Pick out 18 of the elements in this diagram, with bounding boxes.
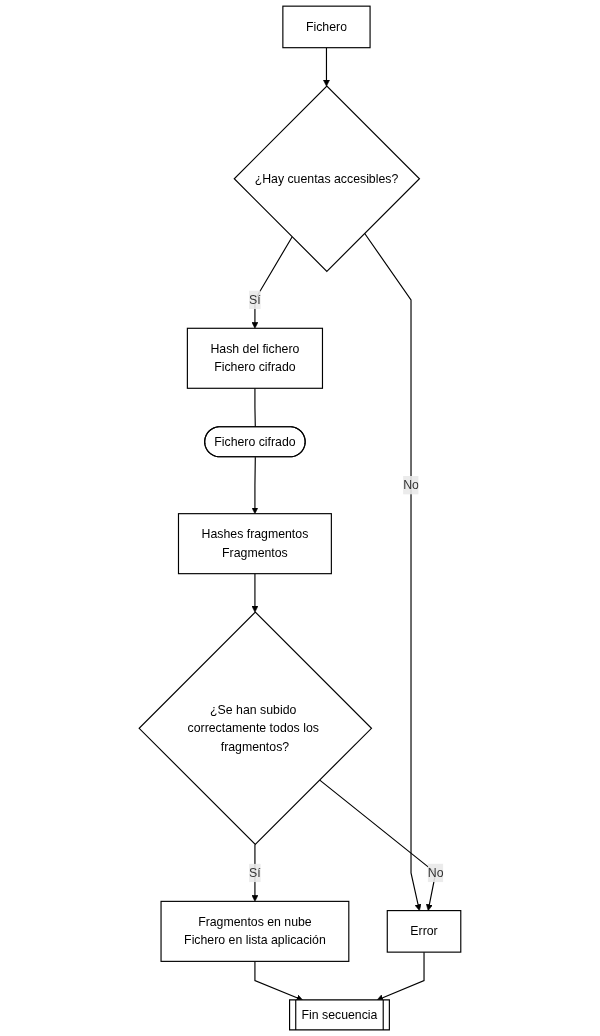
node-diamond: ¿Hay cuentas accesibles? [233,85,421,273]
edge-label: No [403,478,419,492]
edge-label: Sí [249,292,261,306]
node-box: Hash del fichero Fichero cifrado [186,327,324,389]
node-box: Fragmentos en nube Fichero en lista aplicación [160,900,350,962]
edge-label: No [427,865,444,880]
node-box: Error [386,910,462,953]
arrow [251,573,259,613]
node-box: Hashes fragmentos Fragmentos [177,513,332,575]
connector [254,387,256,428]
node-diamond: ¿Se han subido correctamente todos los fragmentos? [138,611,373,846]
arrow [364,232,422,911]
edge-label: Sí [249,865,261,880]
arrow [251,236,293,329]
arrow [318,779,437,911]
arrow [323,47,330,87]
node-box: Fichero [282,5,371,49]
arrow [251,456,259,514]
